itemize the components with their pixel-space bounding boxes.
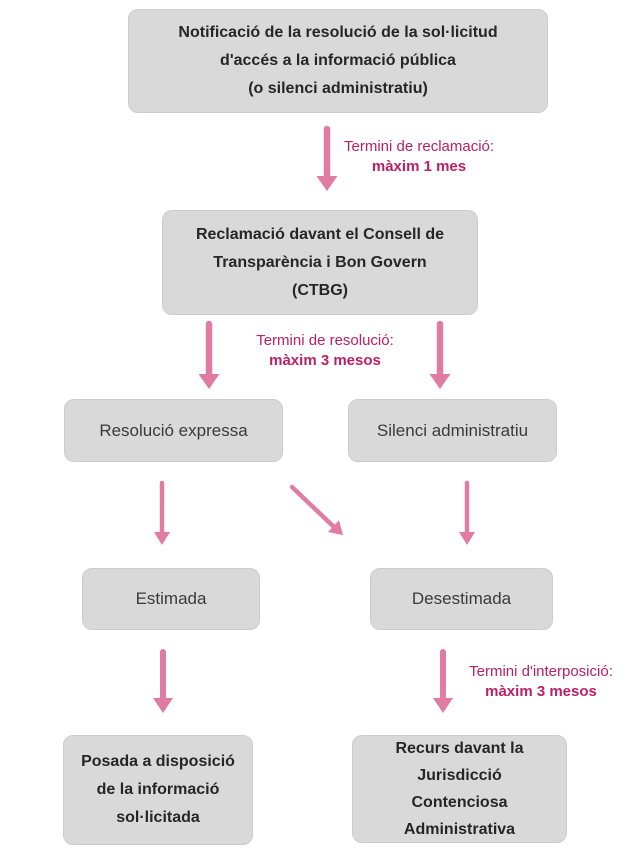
label-termini-reclamacio: Termini de reclamació: màxim 1 mes [344, 137, 494, 177]
node-reclamacio-ctbg: Reclamació davant el Consell de Transpar… [162, 210, 478, 315]
arrow-silenci-to-desestimada-icon [459, 480, 475, 545]
arrow-desestimada-to-recurs-icon [433, 649, 453, 713]
node-notificacio-line1: Notificació de la resolució de la sol·li… [178, 24, 498, 41]
node-notificacio-line3: (o silenci administratiu) [248, 80, 428, 97]
node-recurs-jurisdiccio: Recurs davant la Jurisdicció Contenciosa… [352, 735, 567, 843]
arrow-notificacio-to-reclamacio-icon [316, 125, 338, 191]
node-notificacio-line2: d'accés a la informació pública [220, 52, 456, 69]
label-termini-interposicio-line2: màxim 3 mesos [485, 683, 597, 700]
node-posada-line1: Posada a disposició [81, 753, 235, 770]
arrow-estimada-to-posada-icon [153, 649, 173, 713]
node-reclamacio-line1: Reclamació davant el Consell de [195, 225, 445, 243]
label-termini-resolucio: Termini de resolució: màxim 3 mesos [250, 331, 400, 371]
arrow-reclamacio-to-silenci-icon [429, 320, 451, 389]
node-posada-disposicio: Posada a disposició de la informació sol… [63, 735, 253, 845]
arrow-reclamacio-to-resolucio-icon [198, 320, 220, 389]
node-resolucio-expressa-label: Resolució expressa [99, 420, 248, 440]
node-desestimada: Desestimada [370, 568, 553, 630]
label-termini-reclamacio-line1: Termini de reclamació: [344, 138, 495, 155]
node-desestimada-label: Desestimada [411, 589, 512, 608]
node-resolucio-expressa: Resolució expressa [64, 399, 283, 462]
node-estimada: Estimada [82, 568, 260, 630]
label-termini-reclamacio-line2: màxim 1 mes [371, 158, 467, 175]
node-recurs-line3: Contenciosa [411, 794, 508, 811]
node-posada-line2: de la informació [96, 781, 220, 798]
node-reclamacio-line2: Transparència i Bon Govern [213, 253, 427, 271]
node-notificacio: Notificació de la resolució de la sol·li… [128, 9, 548, 113]
node-silenci-administratiu: Silenci administratiu [348, 399, 557, 462]
label-termini-resolucio-line2: màxim 3 mesos [269, 352, 381, 369]
node-estimada-label: Estimada [135, 589, 207, 608]
label-termini-resolucio-line1: Termini de resolució: [256, 332, 394, 349]
node-reclamacio-line3: (CTBG) [292, 281, 348, 299]
node-recurs-line4: Administrativa [403, 821, 516, 838]
arrow-resolucio-to-desestimada-icon [289, 484, 343, 535]
arrow-resolucio-to-estimada-icon [154, 480, 170, 545]
label-termini-interposicio-line1: Termini d'interposició: [469, 663, 613, 680]
node-posada-line3: sol·licitada [116, 809, 200, 826]
node-recurs-line1: Recurs davant la [395, 740, 524, 757]
node-silenci-administratiu-label: Silenci administratiu [376, 420, 529, 440]
label-termini-interposicio: Termini d'interposició: màxim 3 mesos [455, 662, 627, 702]
node-recurs-line2: Jurisdicció [417, 767, 502, 784]
